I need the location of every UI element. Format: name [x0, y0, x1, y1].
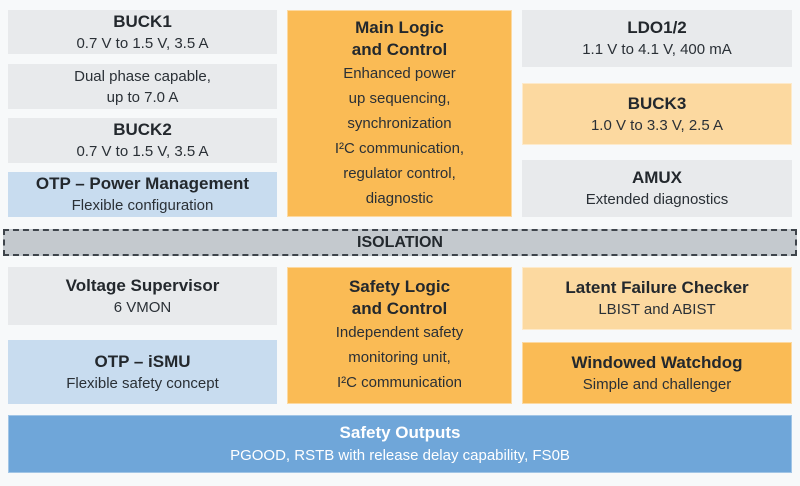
windowed-watchdog-subtitle: Simple and challenger: [582, 375, 732, 393]
latent-failure-checker-subtitle: LBIST and ABIST: [598, 301, 716, 318]
amux-title: AMUX: [631, 168, 683, 187]
buck1-title: BUCK1: [113, 11, 172, 31]
main-logic-body-line: Enhanced power: [343, 64, 456, 82]
main-logic-body-line: up sequencing,: [348, 89, 451, 107]
amux-block: AMUX Extended diagnostics: [522, 160, 792, 217]
main-logic-body-line: synchronization: [347, 114, 452, 132]
ldo1-2-subtitle: 1.1 V to 4.1 V, 400 mA: [582, 41, 732, 58]
main-logic-title-line2: and Control: [351, 39, 448, 59]
buck2-title: BUCK2: [113, 120, 172, 139]
buck3-title: BUCK3: [627, 93, 687, 113]
buck1-subtitle: 0.7 V to 1.5 V, 3.5 A: [76, 34, 209, 52]
safety-logic-and-control-block: Safety Logic and Control Independent saf…: [287, 267, 512, 404]
voltage-supervisor-block: Voltage Supervisor 6 VMON: [8, 267, 277, 325]
latent-failure-checker-title: Latent Failure Checker: [565, 278, 749, 297]
otp-power-management-title: OTP – Power Management: [35, 174, 250, 193]
buck3-subtitle: 1.0 V to 3.3 V, 2.5 A: [590, 116, 724, 134]
isolation-label: ISOLATION: [357, 233, 443, 251]
safety-logic-title-line2: and Control: [351, 299, 448, 318]
voltage-supervisor-title: Voltage Supervisor: [65, 275, 220, 295]
safety-outputs-subtitle: PGOOD, RSTB with release delay capabilit…: [230, 447, 570, 464]
dual-phase-line1: Dual phase capable,: [74, 67, 211, 85]
ldo1-2-block: LDO1/2 1.1 V to 4.1 V, 400 mA: [522, 10, 792, 67]
safety-logic-body-line: I²C communication: [336, 374, 463, 391]
otp-power-management-subtitle: Flexible configuration: [71, 197, 214, 214]
buck2-block: BUCK2 0.7 V to 1.5 V, 3.5 A: [8, 118, 277, 163]
isolation-band: ISOLATION: [3, 229, 797, 256]
voltage-supervisor-subtitle: 6 VMON: [113, 298, 172, 316]
safety-outputs-title: Safety Outputs: [339, 423, 461, 442]
otp-ismu-subtitle: Flexible safety concept: [66, 374, 219, 392]
windowed-watchdog-title: Windowed Watchdog: [571, 352, 743, 372]
main-logic-title-line1: Main Logic: [355, 17, 444, 37]
ldo1-2-title: LDO1/2: [627, 18, 687, 37]
amux-subtitle: Extended diagnostics: [585, 191, 729, 208]
safety-outputs-band: Safety Outputs PGOOD, RSTB with release …: [8, 415, 792, 473]
safety-logic-title-line1: Safety Logic: [348, 277, 451, 296]
otp-power-management-block: OTP – Power Management Flexible configur…: [8, 172, 277, 217]
safety-logic-body-line: Independent safety: [335, 324, 464, 341]
main-logic-body-line: regulator control,: [343, 164, 456, 182]
otp-ismu-block: OTP – iSMU Flexible safety concept: [8, 340, 277, 404]
windowed-watchdog-block: Windowed Watchdog Simple and challenger: [522, 342, 792, 404]
otp-ismu-title: OTP – iSMU: [94, 351, 191, 371]
buck2-subtitle: 0.7 V to 1.5 V, 3.5 A: [76, 143, 209, 160]
buck3-block: BUCK3 1.0 V to 3.3 V, 2.5 A: [522, 83, 792, 145]
main-logic-body-line: diagnostic: [365, 189, 434, 207]
dual-phase-block: Dual phase capable, up to 7.0 A: [8, 64, 277, 109]
latent-failure-checker-block: Latent Failure Checker LBIST and ABIST: [522, 267, 792, 330]
main-logic-body-line: I²C communication,: [334, 139, 465, 157]
main-logic-and-control-block: Main Logic and Control Enhanced power up…: [287, 10, 512, 217]
dual-phase-line2: up to 7.0 A: [106, 88, 179, 106]
buck1-block: BUCK1 0.7 V to 1.5 V, 3.5 A: [8, 10, 277, 54]
safety-logic-body-line: monitoring unit,: [348, 349, 451, 366]
